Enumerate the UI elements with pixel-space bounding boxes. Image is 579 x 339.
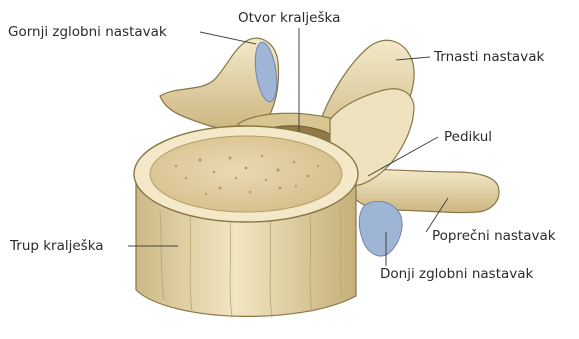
label-superior-articular-process: Gornji zglobni nastavak bbox=[8, 24, 167, 40]
label-inferior-articular-process: Donji zglobni nastavak bbox=[380, 266, 533, 282]
label-vertebral-foramen: Otvor kralješka bbox=[238, 10, 340, 26]
label-vertebral-body: Trup kralješka bbox=[10, 238, 104, 254]
label-transverse-process: Poprečni nastavak bbox=[432, 228, 556, 244]
leader-superior-articular bbox=[200, 32, 256, 44]
label-pedicle: Pedikul bbox=[444, 129, 492, 145]
inferior-articular-process-shape bbox=[359, 201, 402, 256]
label-spinous-process: Trnasti nastavak bbox=[434, 49, 544, 65]
vertebral-body-top-surface bbox=[150, 136, 342, 212]
